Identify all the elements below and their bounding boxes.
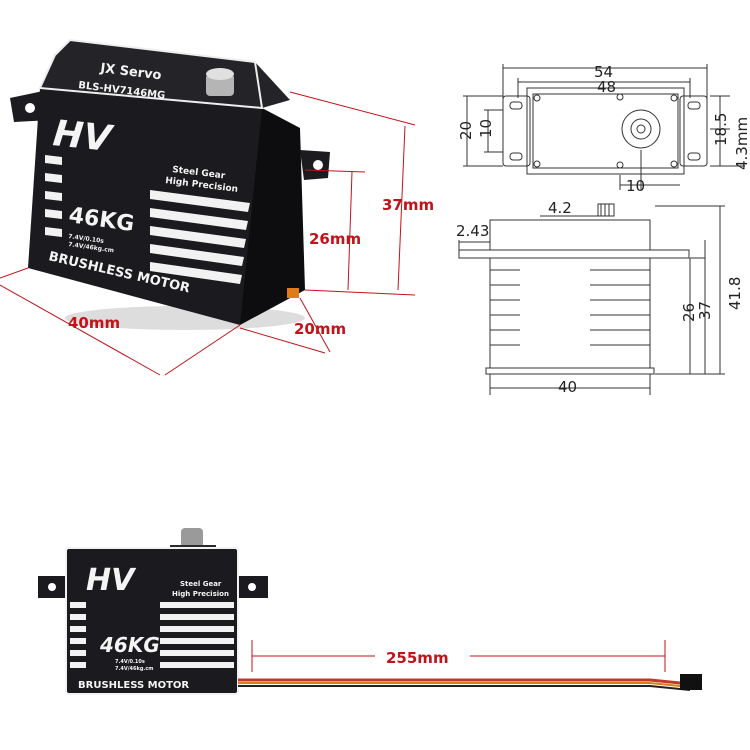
dim-top-right-lower: 4.3mm [733, 117, 750, 170]
dim-photo-width: 20mm [294, 320, 346, 338]
dim-photo-length: 40mm [68, 314, 120, 332]
servo-hv-logo: HV [51, 113, 116, 160]
front-servo-spec2: 7.4V/46kg.cm [115, 666, 154, 672]
side-view-drawing [458, 203, 725, 395]
servo-photo: JX Servo BLS-HV7146MG HV Steel Gear High… [10, 38, 330, 330]
servo-top-outline [38, 38, 264, 110]
servo-cable [238, 674, 702, 691]
dim-side-body: 26 [680, 303, 698, 322]
dim-top-bottom: 10 [626, 177, 645, 195]
dim-side-shaft: 4.2 [548, 199, 572, 217]
dim-top-hole-spacing: 48 [597, 78, 616, 96]
dim-side-overall: 41.8 [726, 277, 744, 310]
servo-shaft-top [206, 68, 234, 80]
dim-side-to-flange: 37 [696, 301, 714, 320]
top-view-drawing [463, 64, 745, 190]
cable-wire-orange [238, 682, 691, 688]
front-servo-body [66, 548, 238, 694]
servo-fins-left [45, 155, 62, 237]
cable-wire-black [238, 685, 691, 691]
dim-top-left-inner: 10 [477, 119, 495, 138]
front-servo-motor-text: BRUSHLESS MOTOR [78, 680, 189, 691]
cable-wire-red [238, 678, 691, 686]
dim-cable-length: 255mm [386, 649, 449, 667]
front-servo-torque: 46KG [99, 633, 160, 657]
front-servo-fins-left [70, 602, 86, 668]
servo-fins-right [150, 190, 250, 284]
front-servo-precision-text: High Precision [172, 590, 229, 598]
front-servo-gear-text: Steel Gear [180, 580, 222, 588]
front-servo-tab-hole-left [48, 583, 56, 591]
front-servo-shaft [181, 528, 203, 548]
cable-dimension-lines [251, 640, 666, 672]
cable-connector [680, 674, 702, 690]
front-servo-tab-hole-right [248, 583, 256, 591]
dim-photo-height: 37mm [382, 196, 434, 214]
servo-output-shaft [206, 74, 234, 96]
dim-photo-body-height: 26mm [309, 230, 361, 248]
servo-cable-stub [287, 288, 299, 298]
photo-dimension-lines [0, 91, 416, 376]
servo-spec-line1: 7.4V/0.10s [68, 233, 105, 245]
dim-top-overall: 54 [594, 63, 613, 81]
servo-front-photo: HV Steel Gear High Precision 46KG 7.4V/0… [38, 528, 268, 695]
servo-mount-hole-left [25, 103, 35, 113]
dim-side-flange: 2.43 [456, 222, 489, 240]
dim-side-length: 40 [558, 378, 577, 396]
servo-mount-hole-right [313, 160, 323, 170]
front-servo-spec1: 7.4V/0.10s [115, 659, 145, 665]
servo-front-face [28, 88, 262, 325]
front-servo-outline [65, 547, 239, 695]
front-servo-hv-logo: HV [86, 563, 137, 598]
dim-top-right-upper: 18.5 [712, 113, 730, 146]
front-servo-fins-right [160, 602, 234, 668]
dim-top-left-outer: 20 [457, 121, 475, 140]
